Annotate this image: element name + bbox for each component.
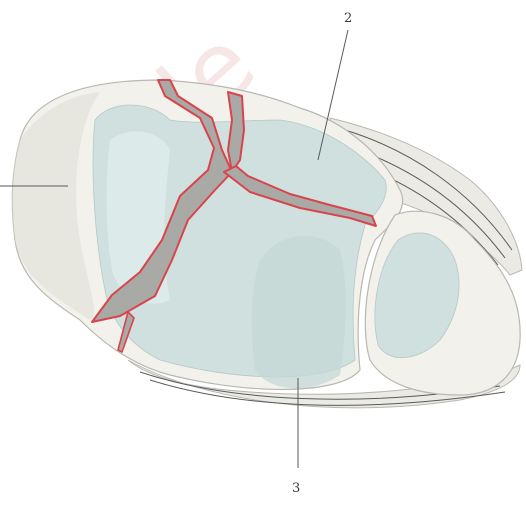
callout-label-3: 3 [292, 481, 300, 496]
callout-label-2: 2 [344, 11, 352, 26]
cartilage-central [252, 236, 346, 388]
